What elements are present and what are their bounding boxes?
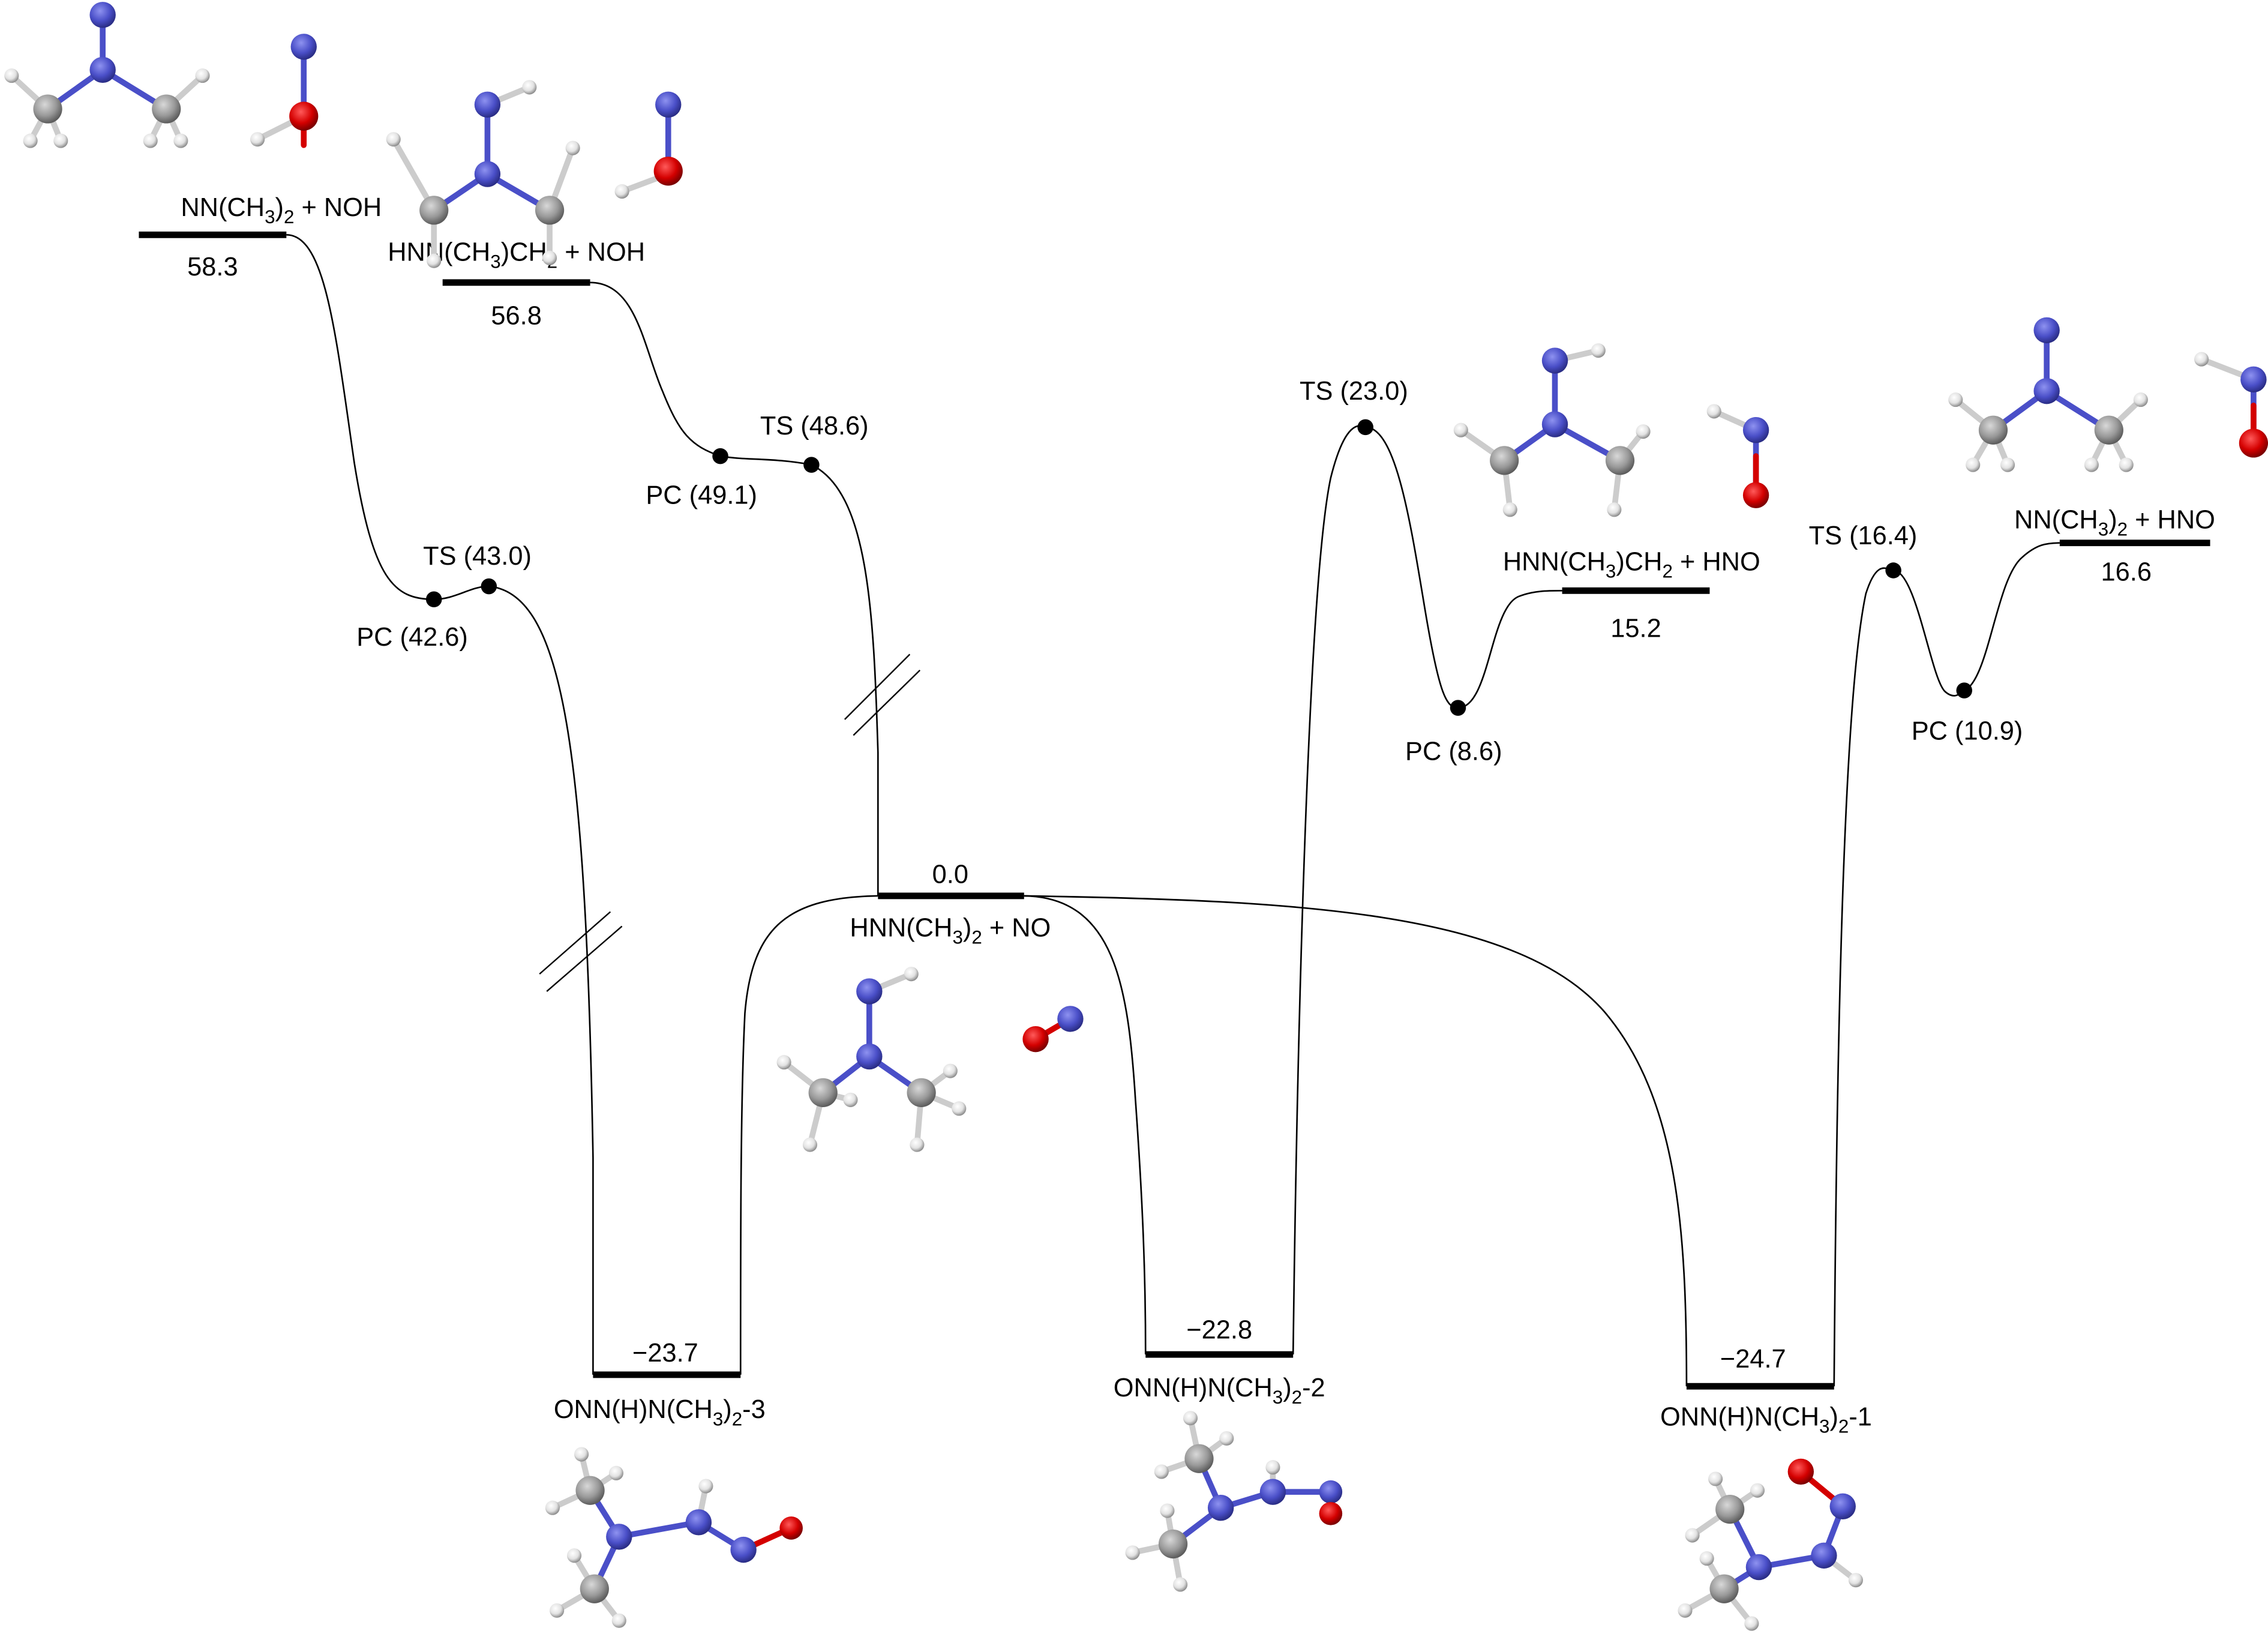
energy-label: −23.7 [632, 1339, 698, 1368]
path-p1-to-pc1 [286, 233, 434, 601]
path-i1-to-ts4 [1833, 567, 1894, 1387]
species-label: NN(CH3)2 + NOH [181, 193, 382, 227]
point-label: TS (16.4) [1809, 521, 1918, 550]
level-p3: HNN(CH3)CH2 + HNO 15.2 [1503, 548, 1760, 643]
molecule-hno-2 [2194, 352, 2268, 458]
point-ts3: TS (23.0) [1300, 377, 1408, 436]
point-label: PC (8.6) [1405, 737, 1502, 766]
level-p2: HNN(CH3)CH2 + NOH 56.8 [388, 238, 645, 331]
path-ts1-to-i3 [488, 585, 594, 1375]
point-label: TS (48.6) [760, 412, 869, 440]
reaction-paths [286, 233, 2060, 1387]
molecule-onnhnme2-3 [545, 1447, 803, 1628]
molecule-hnnme-ch2-top [386, 80, 580, 268]
path-pc2-ts2 [720, 455, 812, 466]
point-label: PC (49.1) [646, 481, 757, 510]
point-label: TS (23.0) [1300, 377, 1408, 406]
energy-label: −24.7 [1720, 1345, 1786, 1374]
path-pc1-ts1 [434, 585, 489, 601]
point-label: PC (42.6) [356, 623, 468, 652]
path-r0-to-i3 [739, 895, 878, 1375]
species-label: ONN(H)N(CH3)2-3 [554, 1395, 766, 1429]
species-label: ONN(H)N(CH3)2-1 [1660, 1402, 1872, 1437]
species-label: HNN(CH3)CH2 + HNO [1503, 548, 1760, 582]
species-label: NN(CH3)2 + HNO [2014, 506, 2215, 540]
level-p1: NN(CH3)2 + NOH 58.3 [139, 193, 382, 281]
molecule-nnme2-right [1948, 317, 2148, 472]
species-label: ONN(H)N(CH3)2-2 [1114, 1374, 1325, 1408]
axis-break-center [844, 653, 921, 736]
level-i1: −24.7 ONN(H)N(CH3)2-1 [1660, 1345, 1872, 1437]
path-r0-to-i1 [1024, 895, 1688, 1387]
point-label: PC (10.9) [1912, 717, 2023, 746]
molecule-noh-2 [614, 91, 683, 199]
level-r0: 0.0 HNN(CH3)2 + NO [850, 860, 1051, 948]
point-pc2: PC (49.1) [646, 448, 757, 510]
molecule-no-center [1022, 1006, 1084, 1053]
point-ts1: TS (43.0) [423, 542, 532, 595]
energy-label: −22.8 [1186, 1316, 1252, 1345]
energy-label: 16.6 [2101, 557, 2152, 586]
energy-label: 0.0 [932, 860, 968, 889]
energy-label: 56.8 [491, 302, 541, 331]
level-i2: −22.8 ONN(H)N(CH3)2-2 [1114, 1316, 1325, 1408]
molecule-hno-1 [1706, 404, 1769, 508]
molecule-noh-1 [250, 34, 319, 148]
point-pc3: PC (8.6) [1405, 700, 1502, 766]
path-ts2-to-r0 [811, 464, 879, 896]
axis-break-left [539, 911, 623, 992]
path-p2-to-pc2 [590, 281, 721, 457]
molecule-nnme2-top-left [4, 2, 210, 148]
molecule-onnhnme2-1 [1678, 1458, 1863, 1631]
level-i3: −23.7 ONN(H)N(CH3)2-3 [554, 1339, 766, 1429]
path-pc3-to-p3 [1457, 589, 1562, 709]
point-pc1: PC (42.6) [356, 591, 468, 652]
path-i2-to-ts3 [1292, 425, 1366, 1355]
path-ts3-to-pc3 [1365, 426, 1459, 709]
path-ts4-to-pc4 [1893, 569, 1965, 697]
path-pc4-to-p4 [1964, 542, 2060, 691]
molecule-onnhnme2-2 [1125, 1411, 1343, 1592]
level-p4: NN(CH3)2 + HNO 16.6 [2014, 506, 2215, 587]
molecule-hnnme2-center [776, 967, 967, 1152]
species-label: HNN(CH3)CH2 + NOH [388, 238, 645, 272]
point-pc4: PC (10.9) [1912, 682, 2023, 746]
species-label: HNN(CH3)2 + NO [850, 913, 1051, 948]
point-label: TS (43.0) [423, 542, 532, 571]
energy-label: 15.2 [1610, 614, 1661, 643]
point-ts4: TS (16.4) [1809, 521, 1918, 578]
energy-label: 58.3 [187, 253, 238, 281]
molecule-hnnme-ch2-right [1453, 343, 1651, 517]
point-ts2: TS (48.6) [760, 412, 869, 473]
path-r0-to-i2 [1024, 895, 1147, 1355]
